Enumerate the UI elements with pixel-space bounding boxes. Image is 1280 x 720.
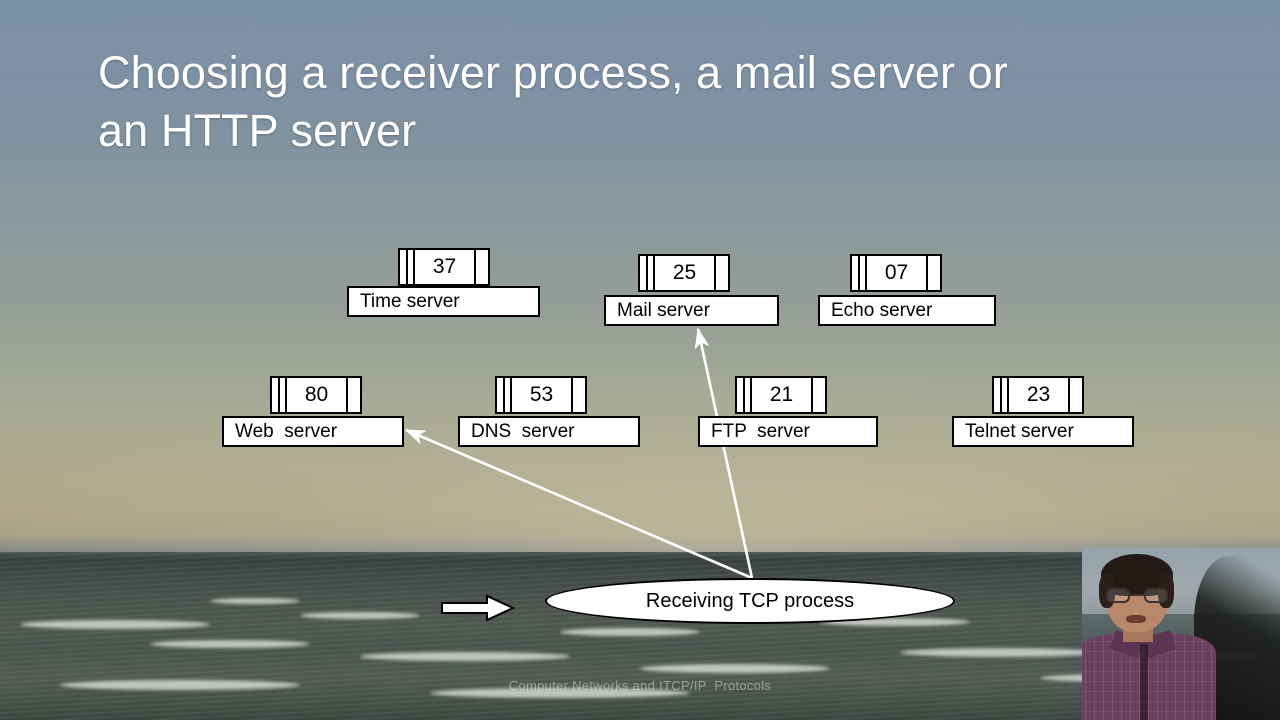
- receiving-tcp-process-label: Receiving TCP process: [645, 589, 855, 612]
- incoming-flow-arrow-icon: [441, 594, 515, 622]
- server-label-mail: Mail server: [604, 295, 779, 326]
- port-box-dns: 53: [495, 376, 587, 414]
- port-box-telnet: 23: [992, 376, 1084, 414]
- presenter-shirt-placket: [1140, 644, 1148, 720]
- server-label-echo: Echo server: [818, 295, 996, 326]
- server-label-dns: DNS server: [458, 416, 640, 447]
- server-label-ftp: FTP server: [698, 416, 878, 447]
- presenter-mouth: [1126, 615, 1146, 623]
- presenter-glasses-icon: [1106, 588, 1168, 604]
- port-box-web: 80: [270, 376, 362, 414]
- port-number-ftp: 21: [769, 383, 794, 406]
- port-number-web: 80: [304, 383, 329, 406]
- server-label-telnet: Telnet server: [952, 416, 1134, 447]
- server-label-web: Web server: [222, 416, 404, 447]
- port-number-echo: 07: [884, 261, 909, 284]
- presenter-video-overlay[interactable]: [1082, 548, 1280, 720]
- slide-footer: Computer Networks and ITCP/IP Protocols: [508, 678, 772, 693]
- port-box-echo: 07: [850, 254, 942, 292]
- server-label-time: Time server: [347, 286, 540, 317]
- port-number-dns: 53: [529, 383, 554, 406]
- receiving-tcp-process-node[interactable]: Receiving TCP process: [545, 578, 955, 624]
- port-number-telnet: 23: [1026, 383, 1051, 406]
- port-box-mail: 25: [638, 254, 730, 292]
- slide-title: Choosing a receiver process, a mail serv…: [98, 47, 1008, 156]
- background-sea: [0, 552, 1280, 720]
- port-box-time: 37: [398, 248, 490, 286]
- port-number-time: 37: [432, 255, 457, 278]
- port-number-mail: 25: [672, 261, 697, 284]
- port-box-ftp: 21: [735, 376, 827, 414]
